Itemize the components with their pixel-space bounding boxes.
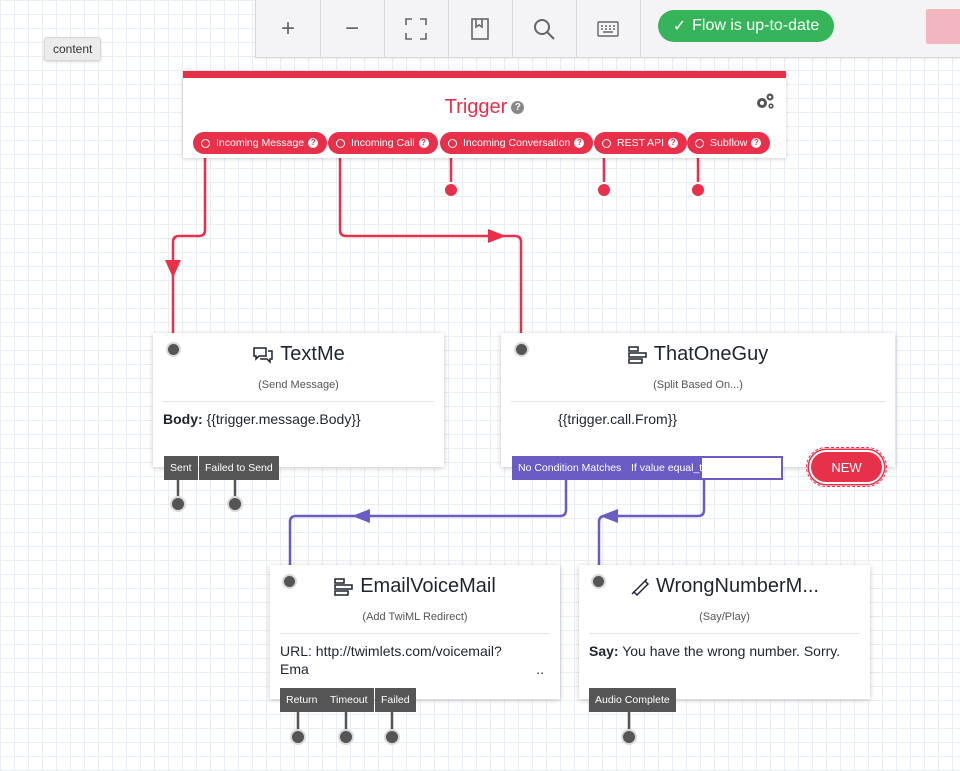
widget-body: {{trigger.call.From}}	[558, 411, 678, 427]
widget-body: Body: {{trigger.message.Body}}	[163, 410, 434, 428]
widget-title-text: TextMe	[280, 343, 345, 365]
circle-icon	[448, 138, 457, 148]
check-icon: ✓	[672, 18, 687, 35]
trigger-title-text: Trigger	[444, 96, 508, 118]
trigger-incoming-message[interactable]: Incoming Message?	[193, 132, 328, 154]
new-transition-button[interactable]: NEW	[806, 447, 887, 487]
split-icon	[627, 345, 647, 364]
divider	[589, 633, 860, 634]
divider	[511, 401, 885, 402]
transition-failed[interactable]: Failed	[375, 688, 416, 712]
body-value: You have the wrong number. Sorry.	[622, 643, 841, 659]
body-value: {{trigger.message.Body}}	[206, 411, 361, 427]
pill-label: Incoming Conversation	[463, 137, 571, 149]
pill-label: Subflow	[710, 137, 748, 149]
split-icon	[334, 577, 353, 596]
transition-label: If value equal_to	[631, 462, 709, 474]
fit-to-screen-button[interactable]	[384, 0, 449, 57]
widget-wrongnumber[interactable]: WrongNumberM... (Say/Play) Say: You have…	[579, 565, 870, 699]
body-line: Ema	[280, 661, 309, 677]
body-line: URL: http://twimlets.com/voicemail?	[280, 643, 502, 659]
circle-icon	[602, 138, 611, 148]
canvas-toolbar: + − ✓ Flow is up-to-date	[255, 0, 960, 58]
transition-timeout[interactable]: Timeout	[324, 688, 374, 712]
settings-gear-icon[interactable]	[754, 92, 776, 112]
bookmark-button[interactable]	[448, 0, 513, 57]
divider	[280, 633, 550, 634]
pill-label: Incoming Message	[216, 137, 305, 149]
transition-sent[interactable]: Sent	[164, 456, 198, 480]
trigger-title: Trigger?	[183, 96, 786, 119]
keyboard-icon	[597, 20, 619, 37]
widget-textme[interactable]: TextMe (Send Message) Body: {{trigger.me…	[153, 333, 444, 467]
widget-thatoneguy[interactable]: ThatOneGuy (Split Based On...) {{trigger…	[501, 333, 895, 467]
search-icon	[534, 18, 555, 40]
transition-failed-to-send[interactable]: Failed to Send	[199, 456, 279, 480]
transition-rename-input[interactable]	[702, 458, 781, 478]
body-label: Say:	[589, 643, 619, 659]
plus-icon: +	[280, 14, 295, 42]
circle-icon	[695, 138, 704, 148]
trigger-incoming-call[interactable]: Incoming Call?	[328, 132, 438, 154]
expand-icon	[405, 17, 427, 40]
help-icon[interactable]: ?	[511, 101, 525, 115]
content-tag[interactable]: content	[44, 37, 102, 61]
transition-return[interactable]: Return	[280, 688, 324, 712]
help-icon[interactable]: ?	[668, 138, 679, 148]
phone-icon	[631, 577, 650, 596]
widget-title-text: EmailVoiceMail	[360, 575, 496, 597]
transition-audio-complete[interactable]: Audio Complete	[589, 688, 676, 712]
bookmark-icon	[471, 17, 489, 40]
widget-title-text: WrongNumberM...	[655, 575, 819, 597]
body-ellipsis: ..	[536, 661, 544, 677]
pill-label: Incoming Call	[351, 137, 415, 149]
widget-subtitle: (Split Based On...)	[653, 379, 743, 391]
keyboard-shortcuts-button[interactable]	[576, 0, 641, 57]
message-icon	[253, 346, 274, 364]
widget-title: WrongNumberM...	[579, 575, 870, 598]
widget-title-text: ThatOneGuy	[653, 343, 769, 365]
publish-button[interactable]	[926, 9, 960, 44]
transition-if-value-equal-to[interactable]: If value equal_to	[626, 456, 783, 480]
input-port[interactable]	[166, 342, 181, 357]
body-label: Body:	[163, 411, 203, 427]
zoom-out-button[interactable]: −	[320, 0, 385, 57]
widget-emailvoicemail[interactable]: EmailVoiceMail (Add TwiML Redirect) URL:…	[270, 565, 560, 699]
widget-subtitle: (Say/Play)	[699, 611, 750, 623]
trigger-subflow[interactable]: Subflow?	[687, 132, 771, 154]
widget-subtitle: (Send Message)	[258, 379, 339, 391]
input-port[interactable]	[591, 574, 606, 589]
circle-icon	[201, 138, 210, 148]
widget-title: EmailVoiceMail	[270, 575, 560, 598]
flow-status-text: Flow is up-to-date	[692, 17, 820, 34]
trigger-incoming-conversation[interactable]: Incoming Conversation?	[440, 132, 594, 154]
pill-label: REST API	[617, 137, 665, 149]
divider	[163, 401, 434, 402]
trigger-widget[interactable]: Trigger? Incoming Message? Incoming Call…	[183, 71, 786, 158]
widget-body: URL: http://twimlets.com/voicemail? Ema.…	[280, 642, 550, 678]
help-icon[interactable]: ?	[574, 138, 585, 148]
help-icon[interactable]: ?	[751, 138, 762, 148]
widget-body: Say: You have the wrong number. Sorry.	[589, 642, 860, 660]
help-icon[interactable]: ?	[308, 138, 319, 148]
flow-status-badge: ✓ Flow is up-to-date	[658, 10, 834, 42]
body-line-wrapper: Ema..	[280, 660, 550, 678]
circle-icon	[336, 138, 345, 148]
widget-title: ThatOneGuy	[501, 343, 895, 366]
input-port[interactable]	[282, 574, 297, 589]
search-button[interactable]	[512, 0, 577, 57]
minus-icon: −	[344, 14, 359, 42]
widget-subtitle: (Add TwiML Redirect)	[362, 611, 468, 623]
zoom-in-button[interactable]: +	[256, 0, 321, 57]
help-icon[interactable]: ?	[418, 138, 429, 148]
trigger-rest-api[interactable]: REST API?	[594, 132, 688, 154]
widget-title: TextMe	[153, 343, 444, 366]
transition-no-condition-matches[interactable]: No Condition Matches	[512, 456, 628, 480]
input-port[interactable]	[514, 342, 529, 357]
